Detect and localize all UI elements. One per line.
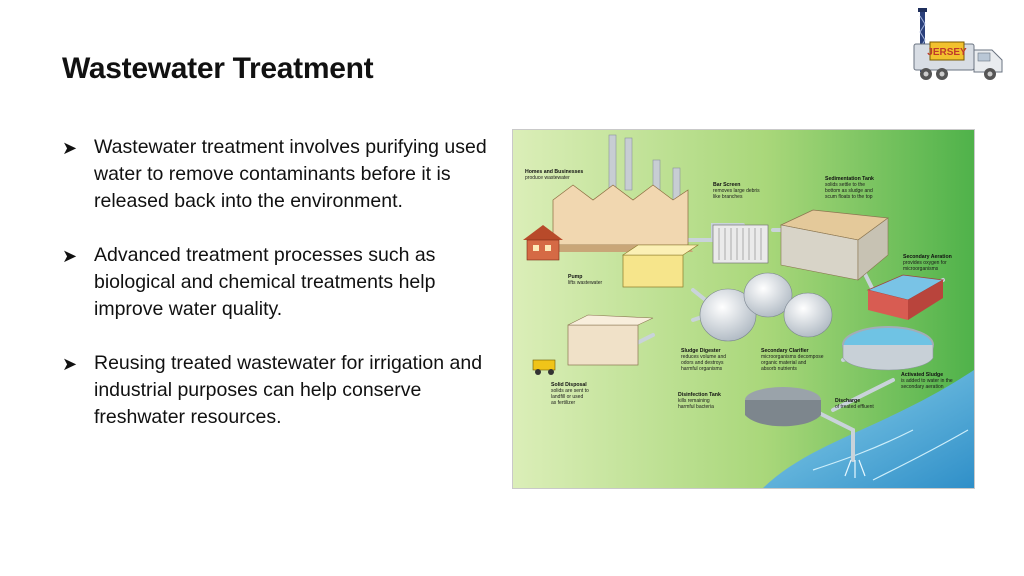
label-secondary-aeration-desc: microorganisms: [903, 266, 939, 272]
label-sludge-digester-desc: reduces volume and: [681, 354, 726, 360]
label-homes-desc: produce wastewater: [525, 175, 570, 181]
label-secondary-clarifier-desc: organic material and: [761, 360, 807, 366]
bullet-text: Advanced treatment processes such as bio…: [94, 244, 436, 320]
label-disinfection-desc: kills remaining: [678, 398, 710, 404]
label-solid-disposal-desc: as fertilizer: [551, 400, 576, 406]
label-secondary-clarifier-desc: microorganisms decompose: [761, 354, 824, 360]
bullet-item: ➤ Reusing treated wastewater for irrigat…: [62, 350, 504, 431]
logo-text: JERSEY: [927, 47, 967, 58]
bullet-text: Wastewater treatment involves purifying …: [94, 136, 487, 212]
bullet-item: ➤ Wastewater treatment involves purifyin…: [62, 134, 504, 215]
label-pump-title: Pump: [568, 274, 582, 280]
label-secondary-clarifier-title: Secondary Clarifier: [761, 348, 809, 354]
arrow-bullet-icon: ➤: [62, 138, 78, 158]
label-secondary-clarifier-desc: absorb nutrients: [761, 366, 797, 372]
label-bar-screen-desc: like branches: [713, 194, 743, 200]
label-disinfection-title: Disinfection Tank: [678, 392, 721, 398]
slide-title: Wastewater Treatment: [62, 52, 374, 85]
label-activated-sludge-title: Activated Sludge: [901, 372, 943, 378]
label-sedimentation-title: Sedimentation Tank: [825, 176, 874, 182]
bullet-text: Reusing treated wastewater for irrigatio…: [94, 352, 483, 428]
arrow-bullet-icon: ➤: [62, 246, 78, 266]
label-solid-disposal-desc: solids are sent to: [551, 388, 589, 394]
label-sedimentation-desc: bottom as sludge and: [825, 188, 873, 194]
arrow-bullet-icon: ➤: [62, 354, 78, 374]
label-solid-disposal-title: Solid Disposal: [551, 382, 587, 388]
label-disinfection-desc: harmful bacteria: [678, 404, 714, 410]
label-homes-title: Homes and Businesses: [525, 169, 583, 175]
bullet-list: ➤ Wastewater treatment involves purifyin…: [62, 134, 504, 458]
label-sludge-digester-title: Sludge Digester: [681, 348, 721, 354]
label-discharge-desc: of treated effluent: [835, 404, 874, 410]
label-sludge-digester-desc: odors and destroys: [681, 360, 724, 366]
label-sedimentation-desc: solids settle to the: [825, 182, 865, 188]
label-sedimentation-desc: scum floats to the top: [825, 194, 873, 200]
truck-logo-icon: JERSEY: [913, 8, 1003, 80]
label-bar-screen-desc: removes large debris: [713, 188, 760, 194]
label-secondary-aeration-title: Secondary Aeration: [903, 254, 952, 260]
bullet-item: ➤ Advanced treatment processes such as b…: [62, 242, 504, 323]
label-bar-screen-title: Bar Screen: [713, 182, 740, 188]
wastewater-treatment-diagram: Homes and Businesses produce wastewater …: [512, 129, 975, 489]
label-secondary-aeration-desc: provides oxygen for: [903, 260, 947, 266]
label-pump-desc: lifts wastewater: [568, 280, 603, 286]
label-sludge-digester-desc: harmful organisms: [681, 366, 723, 372]
label-activated-sludge-desc: is added to water in the: [901, 378, 953, 384]
label-activated-sludge-desc: secondary aeration: [901, 384, 944, 390]
label-discharge-title: Discharge: [835, 398, 860, 404]
company-logo: JERSEY: [908, 6, 1014, 86]
label-solid-disposal-desc: landfill or used: [551, 394, 583, 400]
